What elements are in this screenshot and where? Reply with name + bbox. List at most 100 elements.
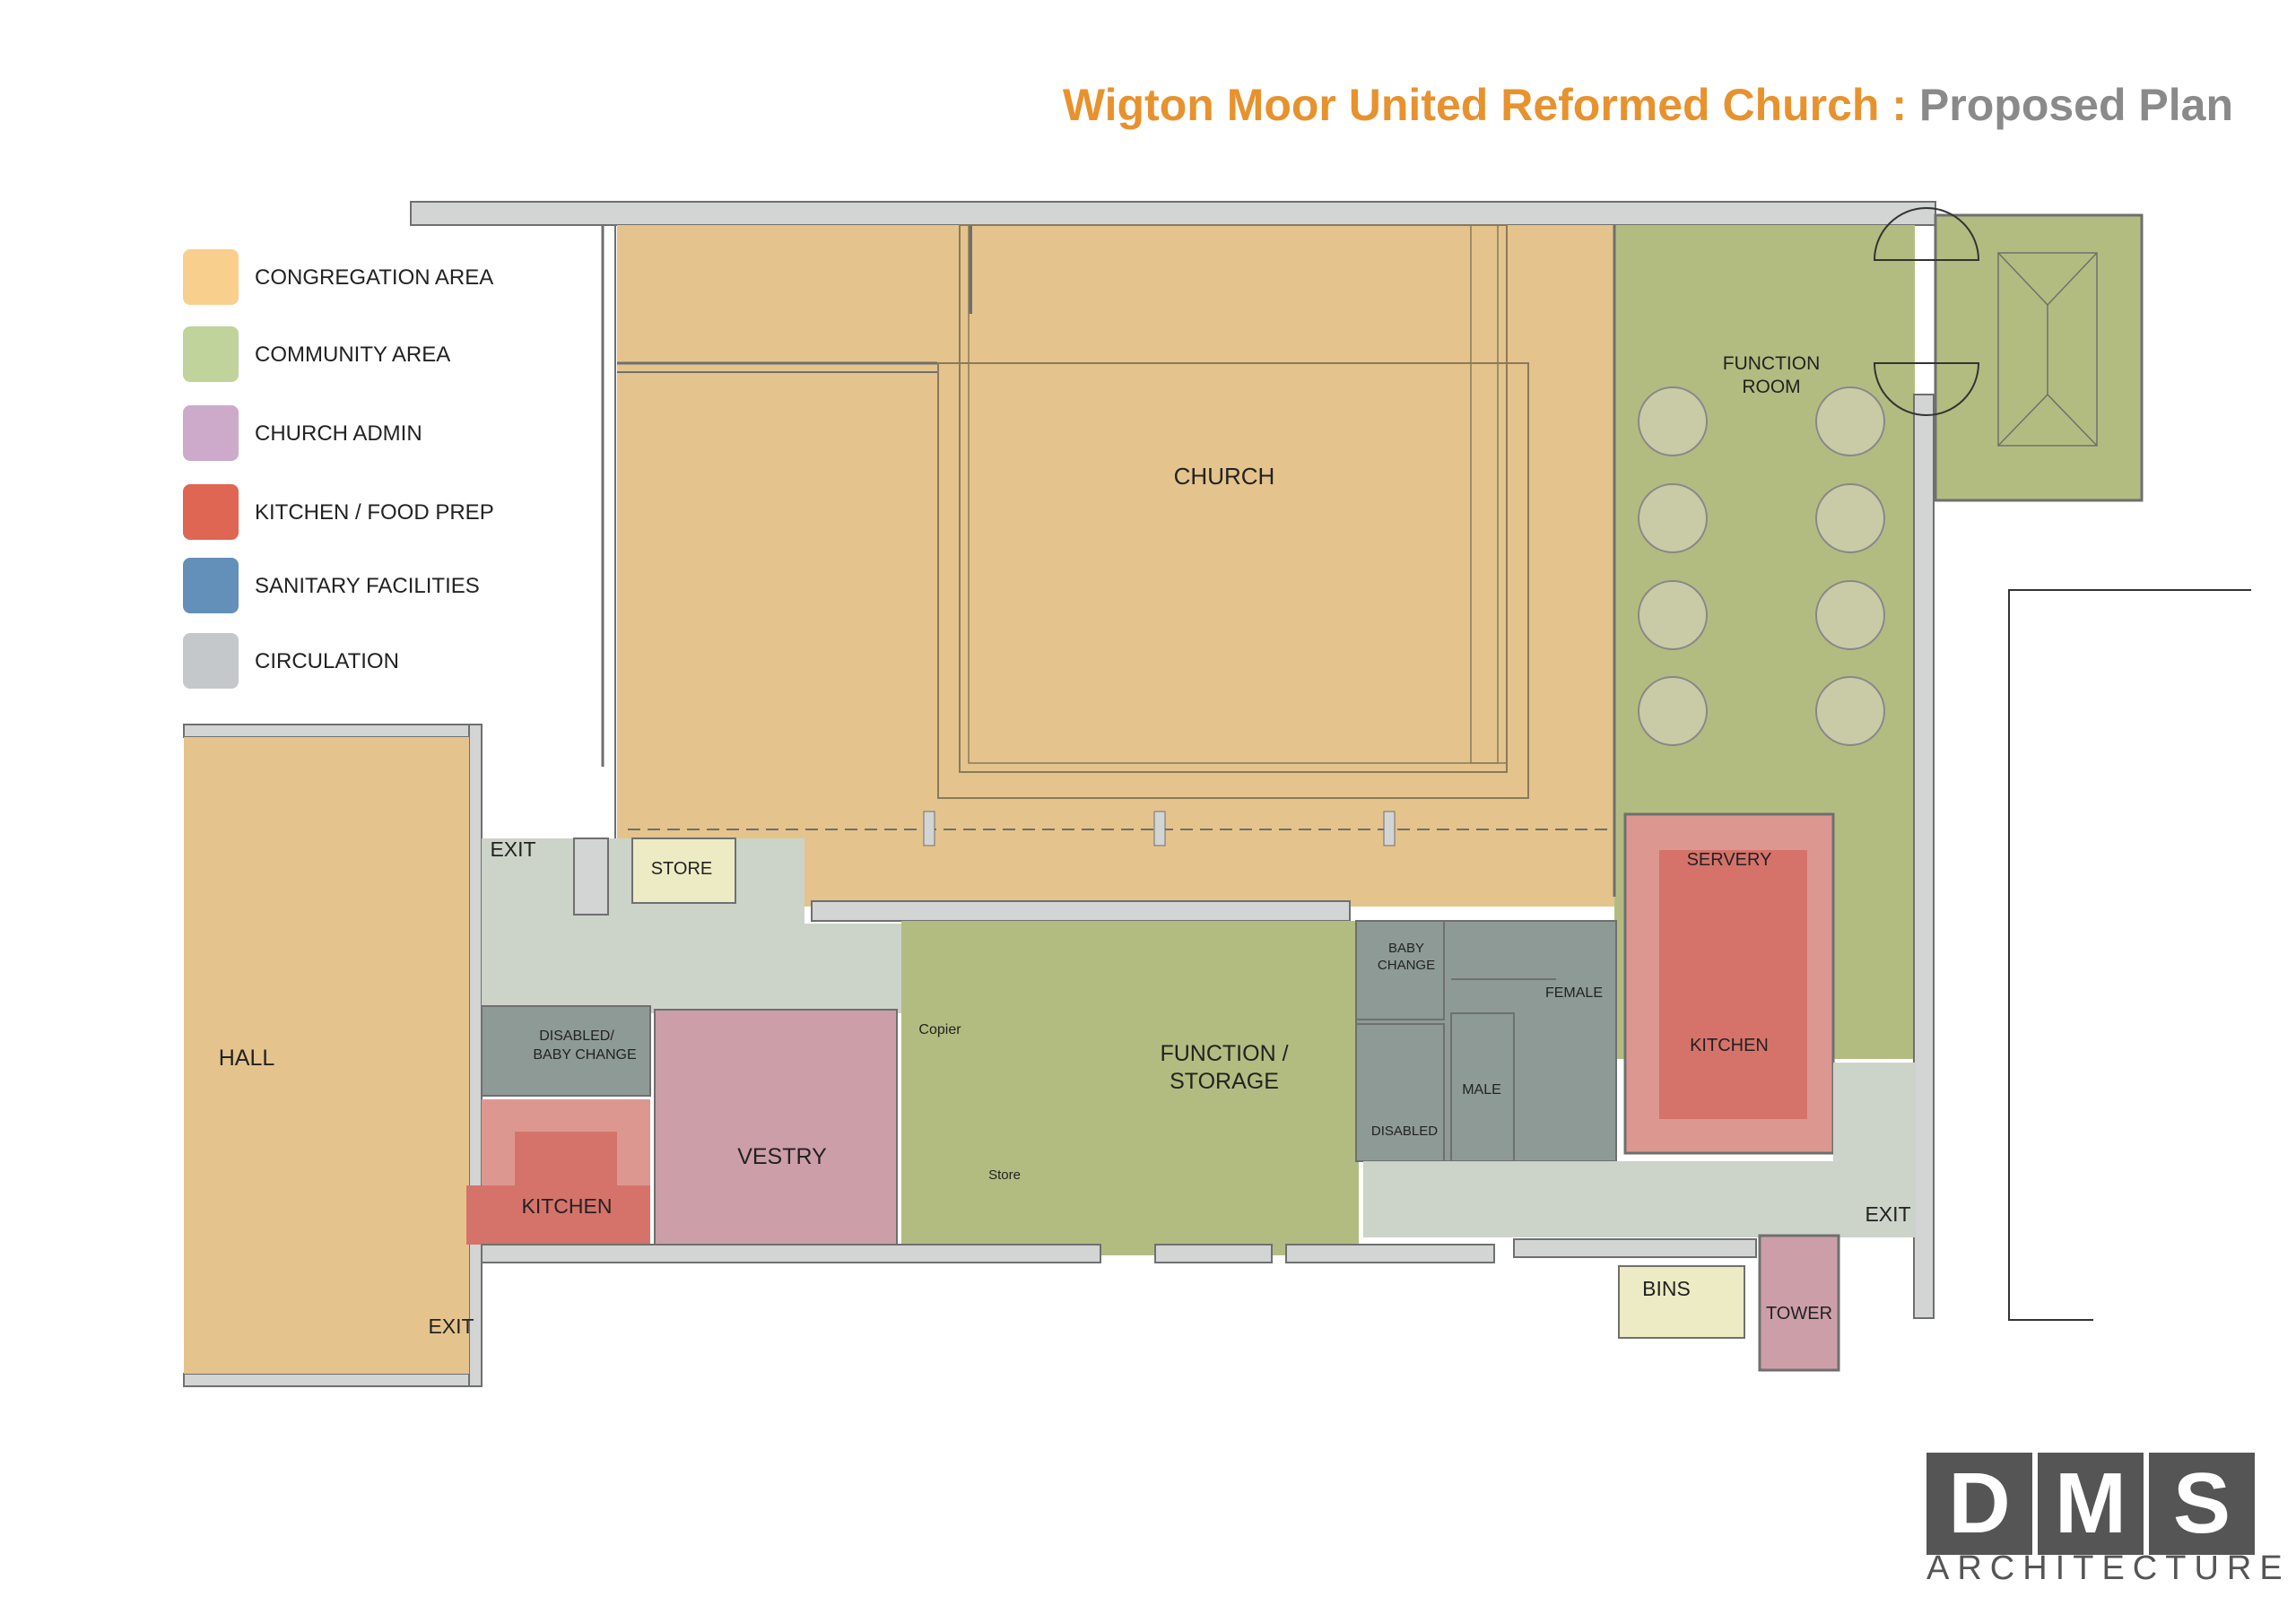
label-function-storage: STORAGE <box>1170 1069 1279 1094</box>
porch-line <box>1997 394 2048 447</box>
legend-swatch <box>183 484 239 540</box>
table <box>1815 386 1885 456</box>
roof-edge <box>410 201 1936 226</box>
room-porch <box>1934 213 2144 502</box>
table-group <box>1638 386 1885 746</box>
legend-item-kitchen: KITCHEN / FOOD PREP <box>183 484 649 542</box>
legend-item-sanitary: SANITARY FACILITIES <box>183 558 649 615</box>
label-function-room: FUNCTION <box>1723 353 1821 374</box>
legend-item-community: COMMUNITY AREA <box>183 326 649 384</box>
label-hall: HALL <box>219 1046 275 1071</box>
table <box>1638 386 1708 456</box>
column <box>1383 811 1396 846</box>
wall <box>183 1373 483 1387</box>
room-bins <box>1618 1265 1745 1339</box>
wall <box>573 838 609 916</box>
room-church <box>617 225 1614 907</box>
label-disabled: DISABLED <box>1371 1124 1438 1139</box>
chancel-outline <box>1470 224 1508 764</box>
label-exit: EXIT <box>428 1315 474 1338</box>
label-tower: TOWER <box>1766 1304 1832 1324</box>
legend-item-congregation: CONGREGATION AREA <box>183 249 649 307</box>
table <box>1638 676 1708 746</box>
logo-letter: D <box>1926 1453 2032 1555</box>
page-title: Wigton Moor United Reformed Church : Pro… <box>1063 79 2233 131</box>
wall <box>481 1244 1101 1263</box>
room-disabled-wc <box>1355 1023 1445 1162</box>
logo-letter: M <box>2038 1453 2144 1555</box>
label-copier: Copier <box>918 1022 961 1037</box>
room-hall <box>184 737 469 1374</box>
legend-label: COMMUNITY AREA <box>255 343 451 367</box>
door-swing <box>1873 207 1980 261</box>
room-function-storage <box>1099 995 1359 1255</box>
label-kitchen: KITCHEN <box>522 1194 613 1218</box>
chancel-outline <box>937 362 1529 799</box>
legend-item-circulation: CIRCULATION <box>183 633 649 690</box>
label-baby-change: BABY <box>1388 941 1424 956</box>
wall <box>183 724 483 738</box>
column <box>923 811 935 846</box>
legend-item-church-admin: CHURCH ADMIN <box>183 405 649 463</box>
label-baby-change: CHANGE <box>1378 958 1435 973</box>
logo-subtitle: ARCHITECTURE <box>1926 1549 2291 1587</box>
room-servery <box>1659 850 1807 1119</box>
title-sub: Proposed Plan <box>1918 80 2233 130</box>
legend-swatch <box>183 405 239 461</box>
label-function-storage: FUNCTION / <box>1160 1041 1288 1066</box>
legend-swatch <box>183 249 239 305</box>
legend-label: CONGREGATION AREA <box>255 265 494 290</box>
door-swing <box>1873 362 1980 416</box>
wall <box>1285 1244 1495 1263</box>
room-tower <box>1758 1234 1840 1372</box>
column <box>1153 811 1166 846</box>
room-vestry <box>654 1009 898 1245</box>
wall <box>1154 1244 1273 1263</box>
neighbour-outline <box>2008 589 2251 1321</box>
wall <box>1513 1238 1757 1258</box>
room-kitchen-small <box>466 1185 650 1245</box>
chancel-outline <box>968 224 1499 764</box>
label-vestry: VESTRY <box>737 1144 827 1169</box>
label-bins: BINS <box>1642 1277 1691 1300</box>
label-servery: SERVERY <box>1687 850 1772 870</box>
label-function-room: ROOM <box>1742 377 1800 397</box>
room-kitchen-small <box>515 1132 617 1185</box>
label-exit: EXIT <box>1865 1202 1910 1226</box>
porch-inner <box>1997 252 2098 447</box>
room-disabled-baby-small <box>481 1005 651 1097</box>
label-kitchen: KITCHEN <box>1690 1036 1769 1055</box>
legend-swatch <box>183 633 239 689</box>
logo-letter: S <box>2149 1453 2255 1555</box>
wall <box>468 724 483 1387</box>
wall <box>1913 394 1935 1319</box>
legend-label: KITCHEN / FOOD PREP <box>255 500 494 525</box>
label-store: STORE <box>651 859 713 879</box>
legend-label: CHURCH ADMIN <box>255 421 422 446</box>
legend-label: CIRCULATION <box>255 649 399 673</box>
label-disabled-baby: BABY CHANGE <box>533 1047 636 1063</box>
table <box>1638 580 1708 650</box>
label-female: FEMALE <box>1545 985 1603 1001</box>
room-male-wc <box>1450 1012 1515 1162</box>
label-exit: EXIT <box>490 838 535 861</box>
label-disabled-baby: DISABLED/ <box>539 1028 614 1044</box>
label-store: Store <box>988 1167 1021 1183</box>
porch-line <box>2047 394 2098 447</box>
room-store-top <box>631 838 736 904</box>
room-baby-change <box>1355 920 1445 1020</box>
porch-line <box>2047 252 2098 306</box>
table <box>1638 483 1708 553</box>
wall <box>811 900 1351 922</box>
table <box>1815 483 1885 553</box>
table <box>1815 676 1885 746</box>
table <box>1815 580 1885 650</box>
label-church: CHURCH <box>1174 463 1275 490</box>
legend-swatch <box>183 558 239 613</box>
room-corridor <box>482 924 903 1013</box>
legend-swatch <box>183 326 239 382</box>
porch-line <box>1997 252 2048 306</box>
legend-label: SANITARY FACILITIES <box>255 574 480 598</box>
title-main: Wigton Moor United Reformed Church : <box>1062 80 1908 130</box>
